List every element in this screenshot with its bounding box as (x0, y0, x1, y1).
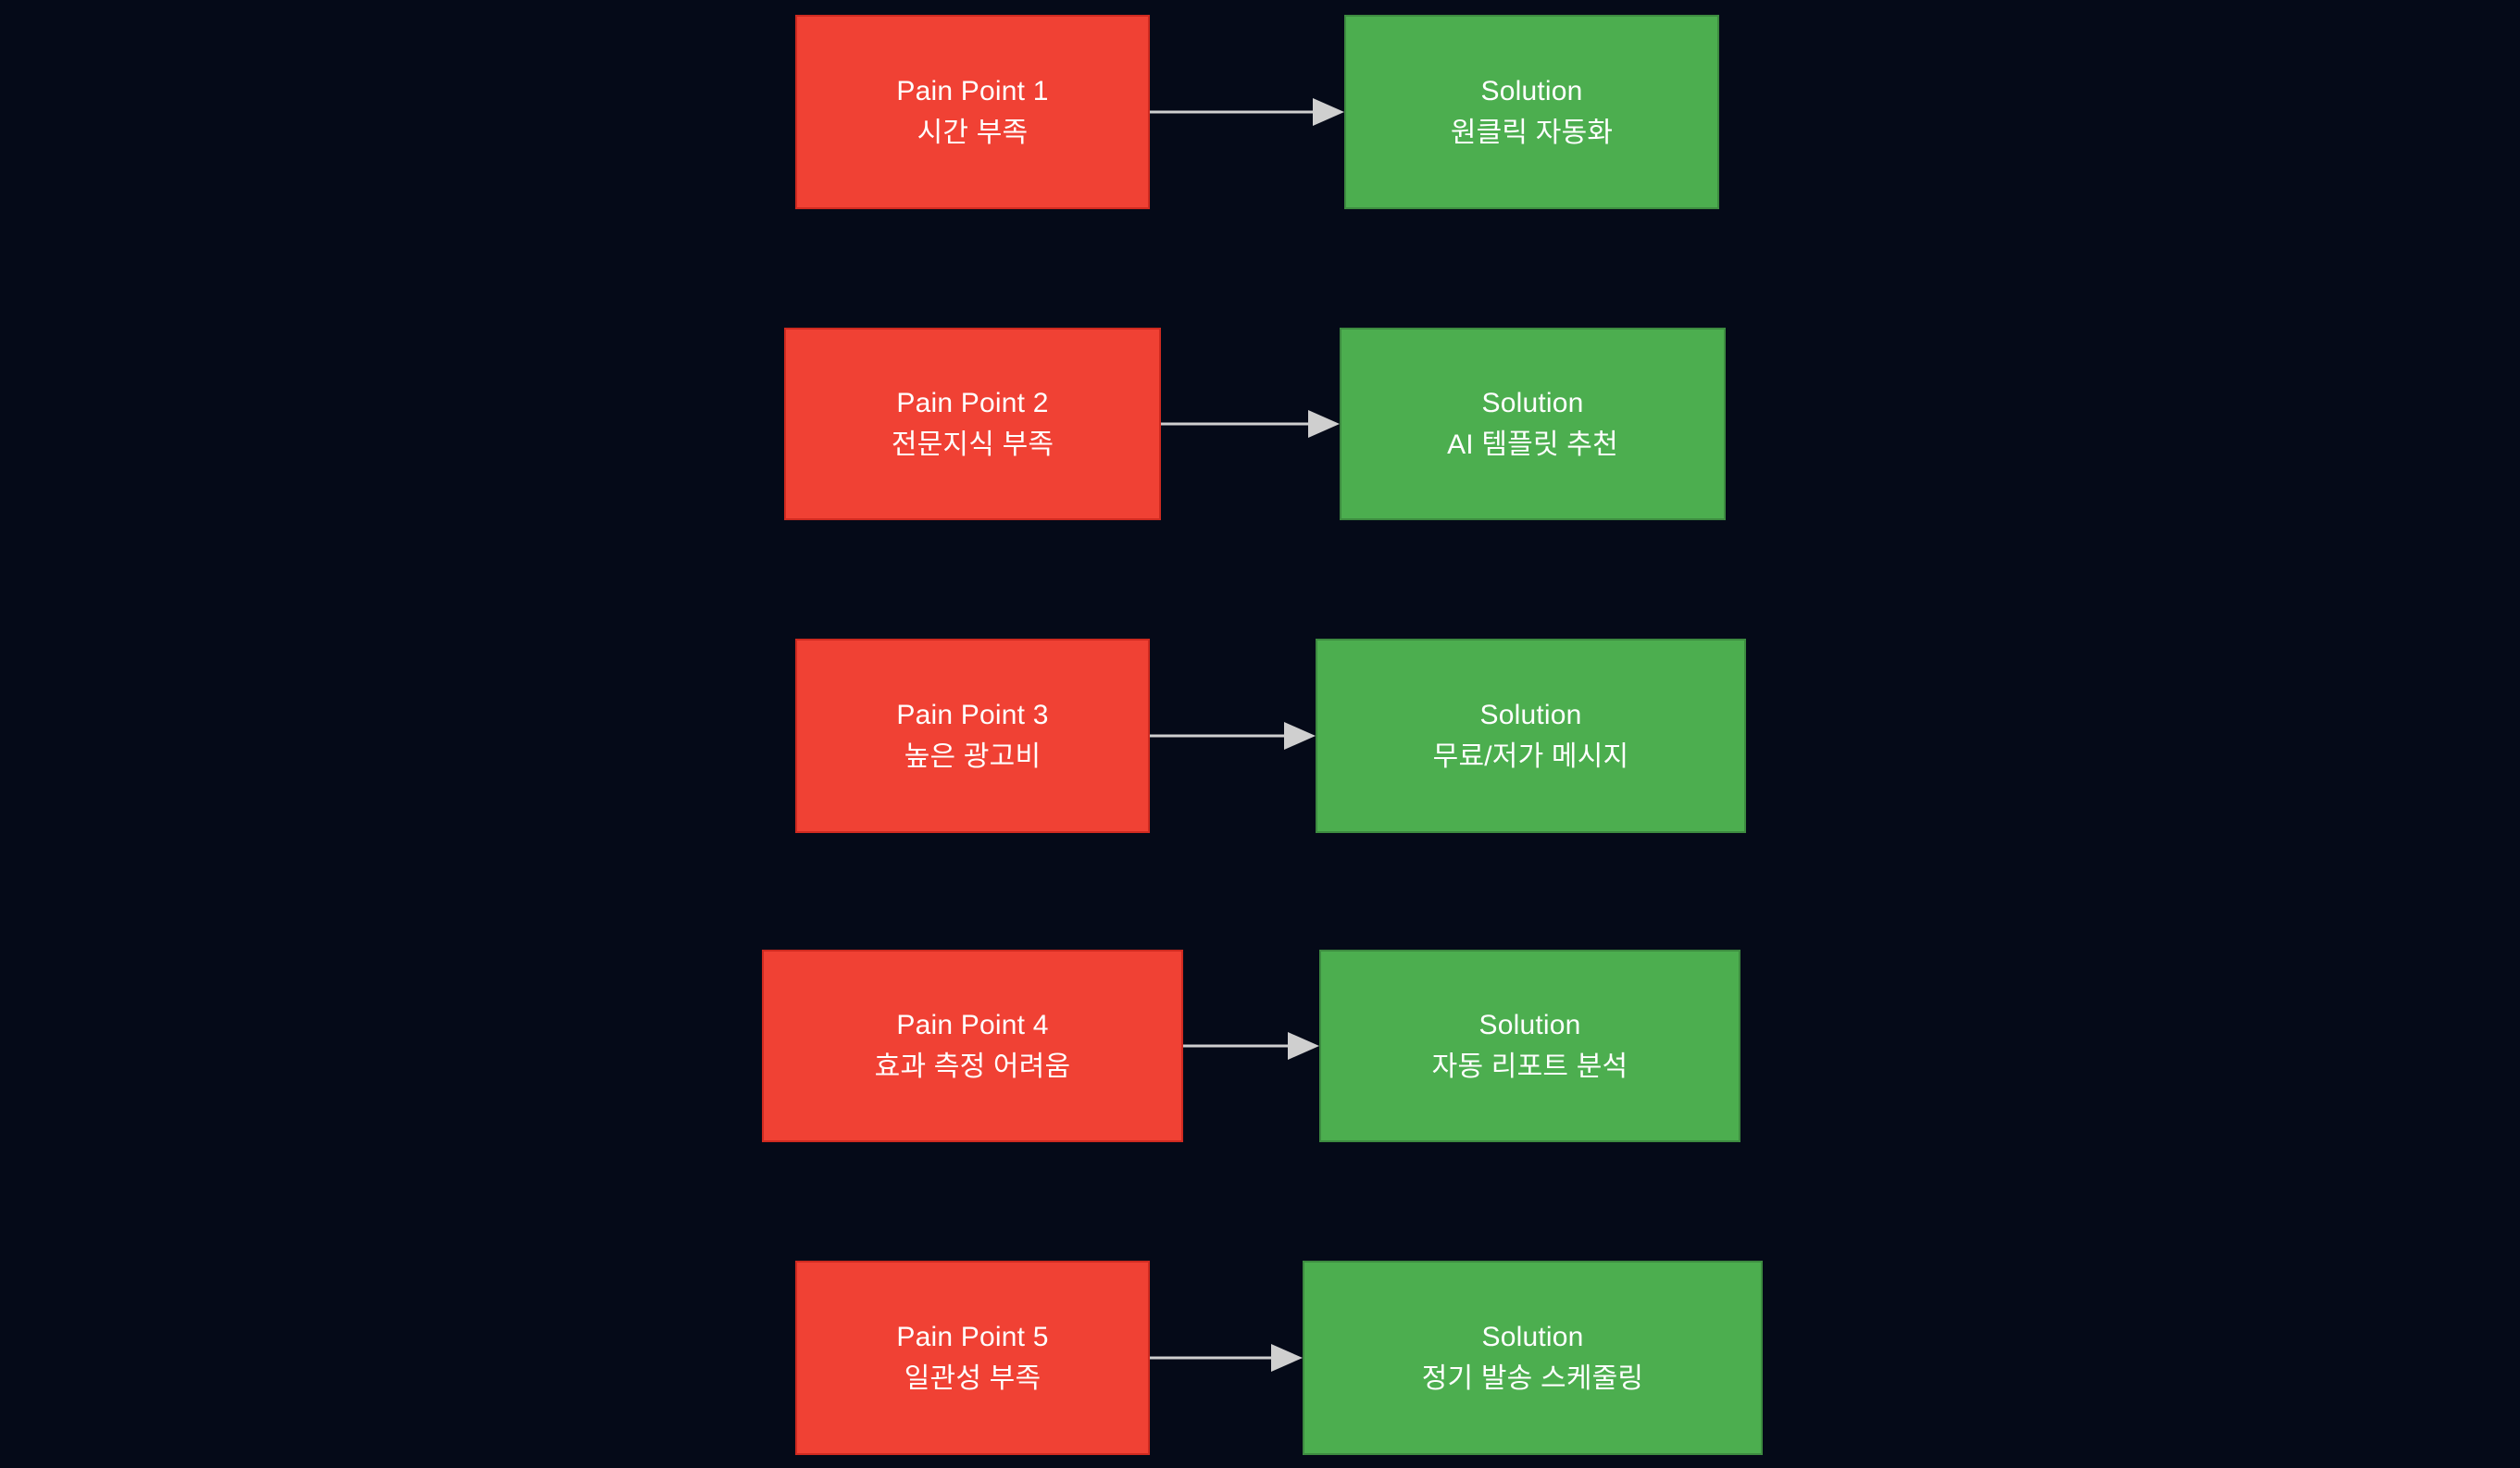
pain-point-title-4: Pain Point 4 (896, 1009, 1049, 1040)
flow-row-3: Pain Point 3 높은 광고비 Solution 무료/저가 메시지 (795, 639, 1746, 833)
pain-point-detail-5: 일관성 부족 (904, 1363, 1042, 1394)
arrow-connector-3 (1150, 717, 1316, 754)
pain-point-box-1[interactable]: Pain Point 1 시간 부족 (795, 15, 1150, 209)
solution-title-5: Solution (1481, 1321, 1584, 1352)
arrow-icon-4 (1183, 1032, 1319, 1060)
arrow-icon-1 (1150, 98, 1344, 126)
arrow-connector-4 (1183, 1027, 1319, 1064)
arrow-icon-3 (1150, 722, 1316, 750)
flow-row-5: Pain Point 5 일관성 부족 Solution 정기 발송 스케줄링 (795, 1261, 1763, 1455)
pain-point-box-4[interactable]: Pain Point 4 효과 측정 어려움 (762, 950, 1183, 1142)
pain-point-box-2[interactable]: Pain Point 2 전문지식 부족 (784, 328, 1161, 520)
pain-point-title-3: Pain Point 3 (896, 699, 1049, 730)
flow-row-4: Pain Point 4 효과 측정 어려움 Solution 자동 리포트 분석 (762, 950, 1740, 1142)
pain-point-box-3[interactable]: Pain Point 3 높은 광고비 (795, 639, 1150, 833)
arrow-icon-5 (1150, 1344, 1303, 1372)
solution-detail-4: 자동 리포트 분석 (1431, 1051, 1628, 1082)
solution-title-1: Solution (1480, 75, 1583, 106)
pain-point-title-1: Pain Point 1 (896, 75, 1049, 106)
flow-row-1: Pain Point 1 시간 부족 Solution 원클릭 자동화 (795, 15, 1719, 209)
solution-box-4[interactable]: Solution 자동 리포트 분석 (1319, 950, 1740, 1142)
pain-point-detail-4: 효과 측정 어려움 (874, 1051, 1071, 1082)
solution-detail-1: 원클릭 자동화 (1450, 118, 1614, 148)
pain-point-title-5: Pain Point 5 (896, 1321, 1049, 1352)
pain-point-title-2: Pain Point 2 (896, 387, 1049, 418)
solution-title-4: Solution (1478, 1009, 1581, 1040)
solution-title-2: Solution (1481, 387, 1584, 418)
arrow-connector-5 (1150, 1339, 1303, 1376)
solution-box-3[interactable]: Solution 무료/저가 메시지 (1316, 639, 1746, 833)
arrow-connector-2 (1161, 405, 1340, 442)
pain-point-box-5[interactable]: Pain Point 5 일관성 부족 (795, 1261, 1150, 1455)
arrow-connector-1 (1150, 93, 1344, 131)
solution-title-3: Solution (1479, 699, 1582, 730)
arrow-icon-2 (1161, 410, 1340, 438)
solution-box-2[interactable]: Solution AI 템플릿 추천 (1340, 328, 1726, 520)
pain-point-detail-2: 전문지식 부족 (891, 429, 1054, 460)
pain-point-detail-1: 시간 부족 (917, 118, 1029, 148)
solution-box-5[interactable]: Solution 정기 발송 스케줄링 (1303, 1261, 1763, 1455)
solution-detail-3: 무료/저가 메시지 (1432, 741, 1629, 772)
flow-row-2: Pain Point 2 전문지식 부족 Solution AI 템플릿 추천 (784, 328, 1726, 520)
pain-point-detail-3: 높은 광고비 (904, 741, 1042, 772)
solution-box-1[interactable]: Solution 원클릭 자동화 (1344, 15, 1719, 209)
solution-detail-5: 정기 발송 스케줄링 (1421, 1363, 1644, 1394)
solution-detail-2: AI 템플릿 추천 (1447, 429, 1618, 460)
